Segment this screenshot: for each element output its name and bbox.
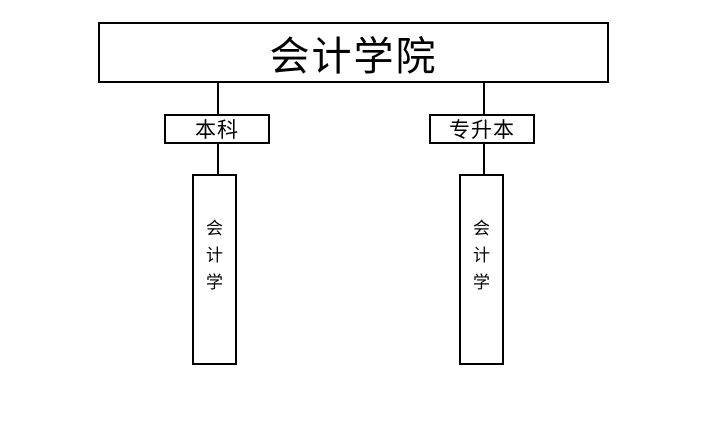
connector-root-to-branch-left: [217, 83, 219, 114]
branch-node-label: 专升本: [449, 118, 515, 142]
connector-branch-left-to-leaf: [217, 144, 219, 174]
leaf-node-accounting-left: 会计学: [192, 174, 237, 365]
connector-branch-right-to-leaf: [483, 144, 485, 174]
root-node: 会计学院: [98, 22, 609, 83]
leaf-node-label: 会计学: [206, 219, 223, 293]
leaf-node-label: 会计学: [473, 219, 490, 293]
branch-node-topup: 专升本: [429, 114, 535, 144]
connector-root-to-branch-right: [483, 83, 485, 114]
branch-node-undergraduate: 本科: [164, 114, 270, 144]
branch-node-label: 本科: [195, 118, 239, 142]
leaf-node-accounting-right: 会计学: [459, 174, 504, 365]
root-node-label: 会计学院: [269, 33, 438, 80]
